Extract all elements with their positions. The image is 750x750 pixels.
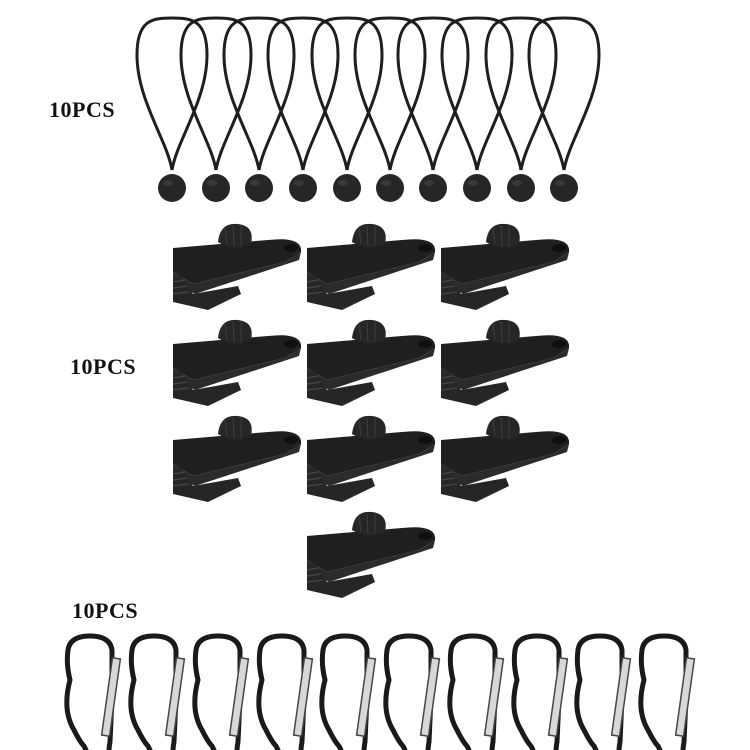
carabiner-row — [67, 636, 695, 750]
bungee-row — [135, 16, 601, 204]
bungee-count-label: 10PCS — [49, 97, 116, 122]
clip-grid — [172, 223, 570, 599]
clip-count-label: 10PCS — [70, 354, 137, 379]
carabiner-count-label: 10PCS — [72, 598, 139, 623]
